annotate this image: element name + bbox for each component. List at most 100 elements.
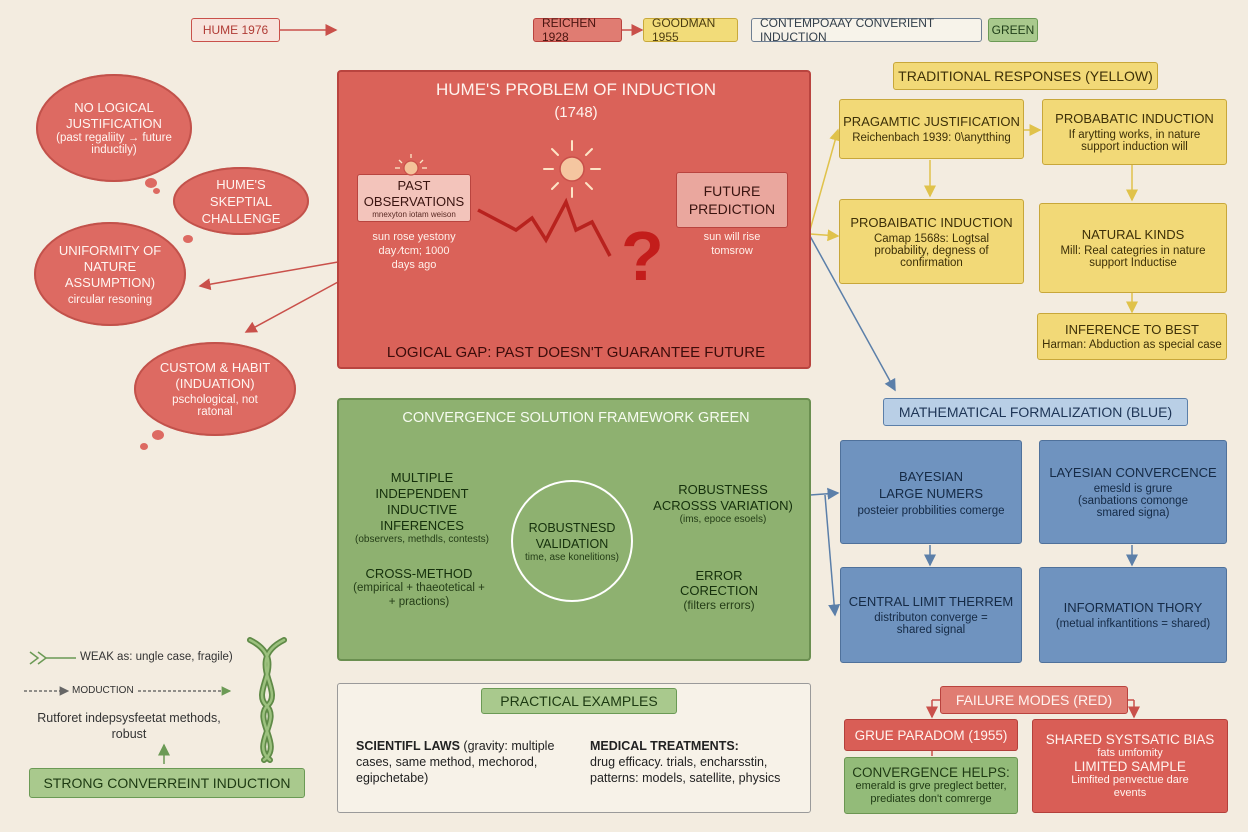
shared-systematic-bias-box: SHARED SYSTSATIC BIAS fats umfomity LIMI… [1032,719,1228,813]
legend-weak: WEAK as: ungle case, fragile) [80,651,233,663]
timeline-contemporary-tag: CONTEMPOAAY CONVERIENT INDUCTION [751,16,982,44]
past-small: mnexyton iotam weison [372,209,456,219]
cloud-title: CUSTOM & HABIT (INDUATION) [159,360,271,391]
box-sub: Camap 1568s: Logtsal probability, degnes… [873,232,990,269]
box-mid-title: LIMITED SAMPLE [1074,759,1186,774]
failure-modes-title: FAILURE MODES (RED) [940,686,1128,714]
box-sub: fats umfomity [1097,747,1163,759]
example-title: MEDICAL TREATMENTS: [590,739,739,753]
box-sub: Reichenbach 1939: 0\anytthing [852,132,1011,144]
timeline-hume-tag: HUME 1976 [191,18,280,42]
practical-title: PRACTICAL EXAMPLES [481,688,677,714]
box-sub: distributon converge = shared signal [874,612,988,636]
grue-paradox-box: GRUE PARADOM (1955) [844,719,1018,751]
cloud-no-logical-justification: NO LOGICAL JUSTIFICATION (past regaliity… [36,74,192,182]
inference-to-best-box: INFERENCE TO BEST Harman: Abduction as s… [1037,313,1227,360]
convergence-helps-box: CONVERGENCE HELPS: emerald is grve pregl… [844,757,1018,814]
robustness-validation-circle: ROBUSTNESD VALIDATION time, ase koneliti… [511,480,633,602]
cloud-tail [140,443,148,450]
node-title: CROSS-METHOD [365,566,473,581]
box-sub: Harman: Abduction as special case [1042,339,1222,351]
node-title: MULTIPLE INDEPENDENT INDUCTIVE INFERENCE… [375,470,469,533]
question-mark: ? [621,217,664,295]
circle-sub: time, ase konelitions) [525,551,619,563]
cloud-tail [145,178,157,188]
box-title: LAYESIAN CONVERCENCE [1049,465,1217,480]
box-title: INFORMATION THORY [1063,600,1203,615]
example-text: (gravity: multiple cases, same method, m… [356,739,555,785]
node-sub: (ims, epoce esoels) [679,514,767,525]
node-title: ROBUSTNESS ACROSSS VARIATION) [653,482,793,513]
box-title: PROBAIBATIC INDUCTION [850,214,1013,230]
box-title: PROBABATIC INDUCTION [1055,111,1214,126]
panel-title: CONVERGENCE SOLUTION FRAMEWORK GREEN [402,410,750,426]
node-sub: (filters errors) [683,598,755,612]
legend-robust: Rutforet indepsysfeetat methods, robust [37,711,221,741]
box-title: NATURAL KINDS [1081,227,1185,242]
cloud-sub: pschological, not ratonal [172,394,258,418]
scientific-laws-example: SCIENTIFL LAWS (gravity: multiple cases,… [356,738,566,786]
mathematical-formalization-title: MATHEMATICAL FORMALIZATION (BLUE) [883,398,1188,426]
box-sub: Limfited penvectue dare events [1071,774,1189,799]
future-prediction-box: FUTURE PREDICTION [676,172,788,228]
box-sub: emesld is grure (sanbations comonge smar… [1078,483,1188,519]
error-correction-node: ERROR CORECTION (filters errors) [655,568,783,612]
humes-problem-panel: HUME'S PROBLEM OF INDUCTION (1748) PAST … [337,70,811,369]
natural-kinds-box: NATURAL KINDS Mill: Real categries in na… [1039,203,1227,293]
sun-icon [395,154,427,176]
past-note: sun rose yestony day ∕tcm; 1000 days ago [372,231,456,271]
probabatic-induction-box: PROBABATIC INDUCTION If arytting works, … [1042,99,1227,165]
panel-title: HUME'S PROBLEM OF INDUCTION [436,80,716,99]
future-label: FUTURE PREDICTION [688,183,776,217]
traditional-responses-title: TRADITIONAL RESPONSES (YELLOW) [893,62,1158,90]
cross-method-node: CROSS-METHOD (empirical + thaeotetical +… [345,566,493,609]
cloud-tail [183,235,193,243]
cloud-tail [152,430,164,440]
robustness-across-variation-node: ROBUSTNESS ACROSSS VARIATION) (ims, epoc… [645,482,801,525]
cloud-uniformity-of-nature: UNIFORMITY OF NATURE ASSUMPTION) circula… [34,222,186,326]
timeline-goodman-tag: GOODMAN 1955 [643,16,738,44]
pragmatic-justification-box: PRAGAMTIC JUSTIFICATION Reichenbach 1939… [839,99,1024,159]
node-sub: (empirical + thaeotetical + + practions) [353,582,485,608]
legend-moduction: MODUCTION [72,685,134,696]
cloud-title: NO LOGICAL JUSTIFICATION [66,100,162,131]
information-theory-box: INFORMATION THORY (metual infkantitions … [1039,567,1227,663]
box-sub: emerald is grve preglect better, prediat… [855,780,1007,805]
circle-title: ROBUSTNESD VALIDATION [528,520,616,551]
past-label: PAST OBSERVATIONS [363,177,465,209]
cloud-sub: (past regaliity → future inductily) [56,132,172,156]
box-title: CONVERGENCE HELPS: [852,765,1010,780]
cloud-custom-habit: CUSTOM & HABIT (INDUATION) pschological,… [134,342,296,436]
example-title: SCIENTIFL LAWS [356,739,460,753]
box-sub: (metual infkantitions = shared) [1055,618,1211,630]
cloud-tail [153,188,160,194]
bayesian-large-numbers-box: BAYESIAN LARGE NUMERS posteier probbilit… [840,440,1022,544]
timeline-reichen-tag: REICHEN 1928 [533,16,622,44]
cloud-title: HUME'S SKEPTIAL CHALLENGE [201,176,281,226]
strong-convergent-induction-badge: STRONG CONVERREINT INDUCTION [29,768,305,798]
probaibatic-induction-box: PROBAIBATIC INDUCTION Camap 1568s: Logts… [839,199,1024,284]
past-observations-box: PAST OBSERVATIONS mnexyton iotam weison [357,174,471,222]
practical-examples-panel: PRACTICAL EXAMPLES SCIENTIFL LAWS (gravi… [337,683,811,813]
box-title: CENTRAL LIMIT THERREM [848,594,1014,609]
box-title: SHARED SYSTSATIC BIAS [1045,732,1215,747]
logical-gap-label: LOGICAL GAP: PAST DOESN'T GUARANTEE FUTU… [386,344,766,361]
box-title: PRAGAMTIC JUSTIFICATION [843,114,1020,129]
box-title: BAYESIAN LARGE NUMERS [878,468,984,501]
medical-treatments-example: MEDICAL TREATMENTS: drug efficacy. trial… [590,738,800,786]
multiple-independent-node: MULTIPLE INDEPENDENT INDUCTIVE INFERENCE… [347,470,497,545]
node-sub: (observers, methdls, contests) [355,534,489,545]
cloud-title: UNIFORMITY OF NATURE ASSUMPTION) [58,242,162,290]
box-title: INFERENCE TO BEST [1065,322,1199,337]
central-limit-theorem-box: CENTRAL LIMIT THERREM distributon conver… [840,567,1022,663]
node-title: ERROR CORECTION [680,568,758,598]
sun-icon [543,140,601,198]
box-sub: posteier probbilities comerge [857,504,1005,517]
convergence-framework-panel: CONVERGENCE SOLUTION FRAMEWORK GREEN MUL… [337,398,811,661]
box-sub: If arytting works, in nature support ind… [1068,129,1201,153]
box-sub: Mill: Real categries in nature support I… [1060,245,1206,269]
bayesian-convergence-box: LAYESIAN CONVERCENCE emesld is grure (sa… [1039,440,1227,544]
timeline-green-tag: GREEN [988,18,1038,42]
panel-year: (1748) [554,104,598,121]
logical-gap-zigzag-icon [477,197,612,257]
